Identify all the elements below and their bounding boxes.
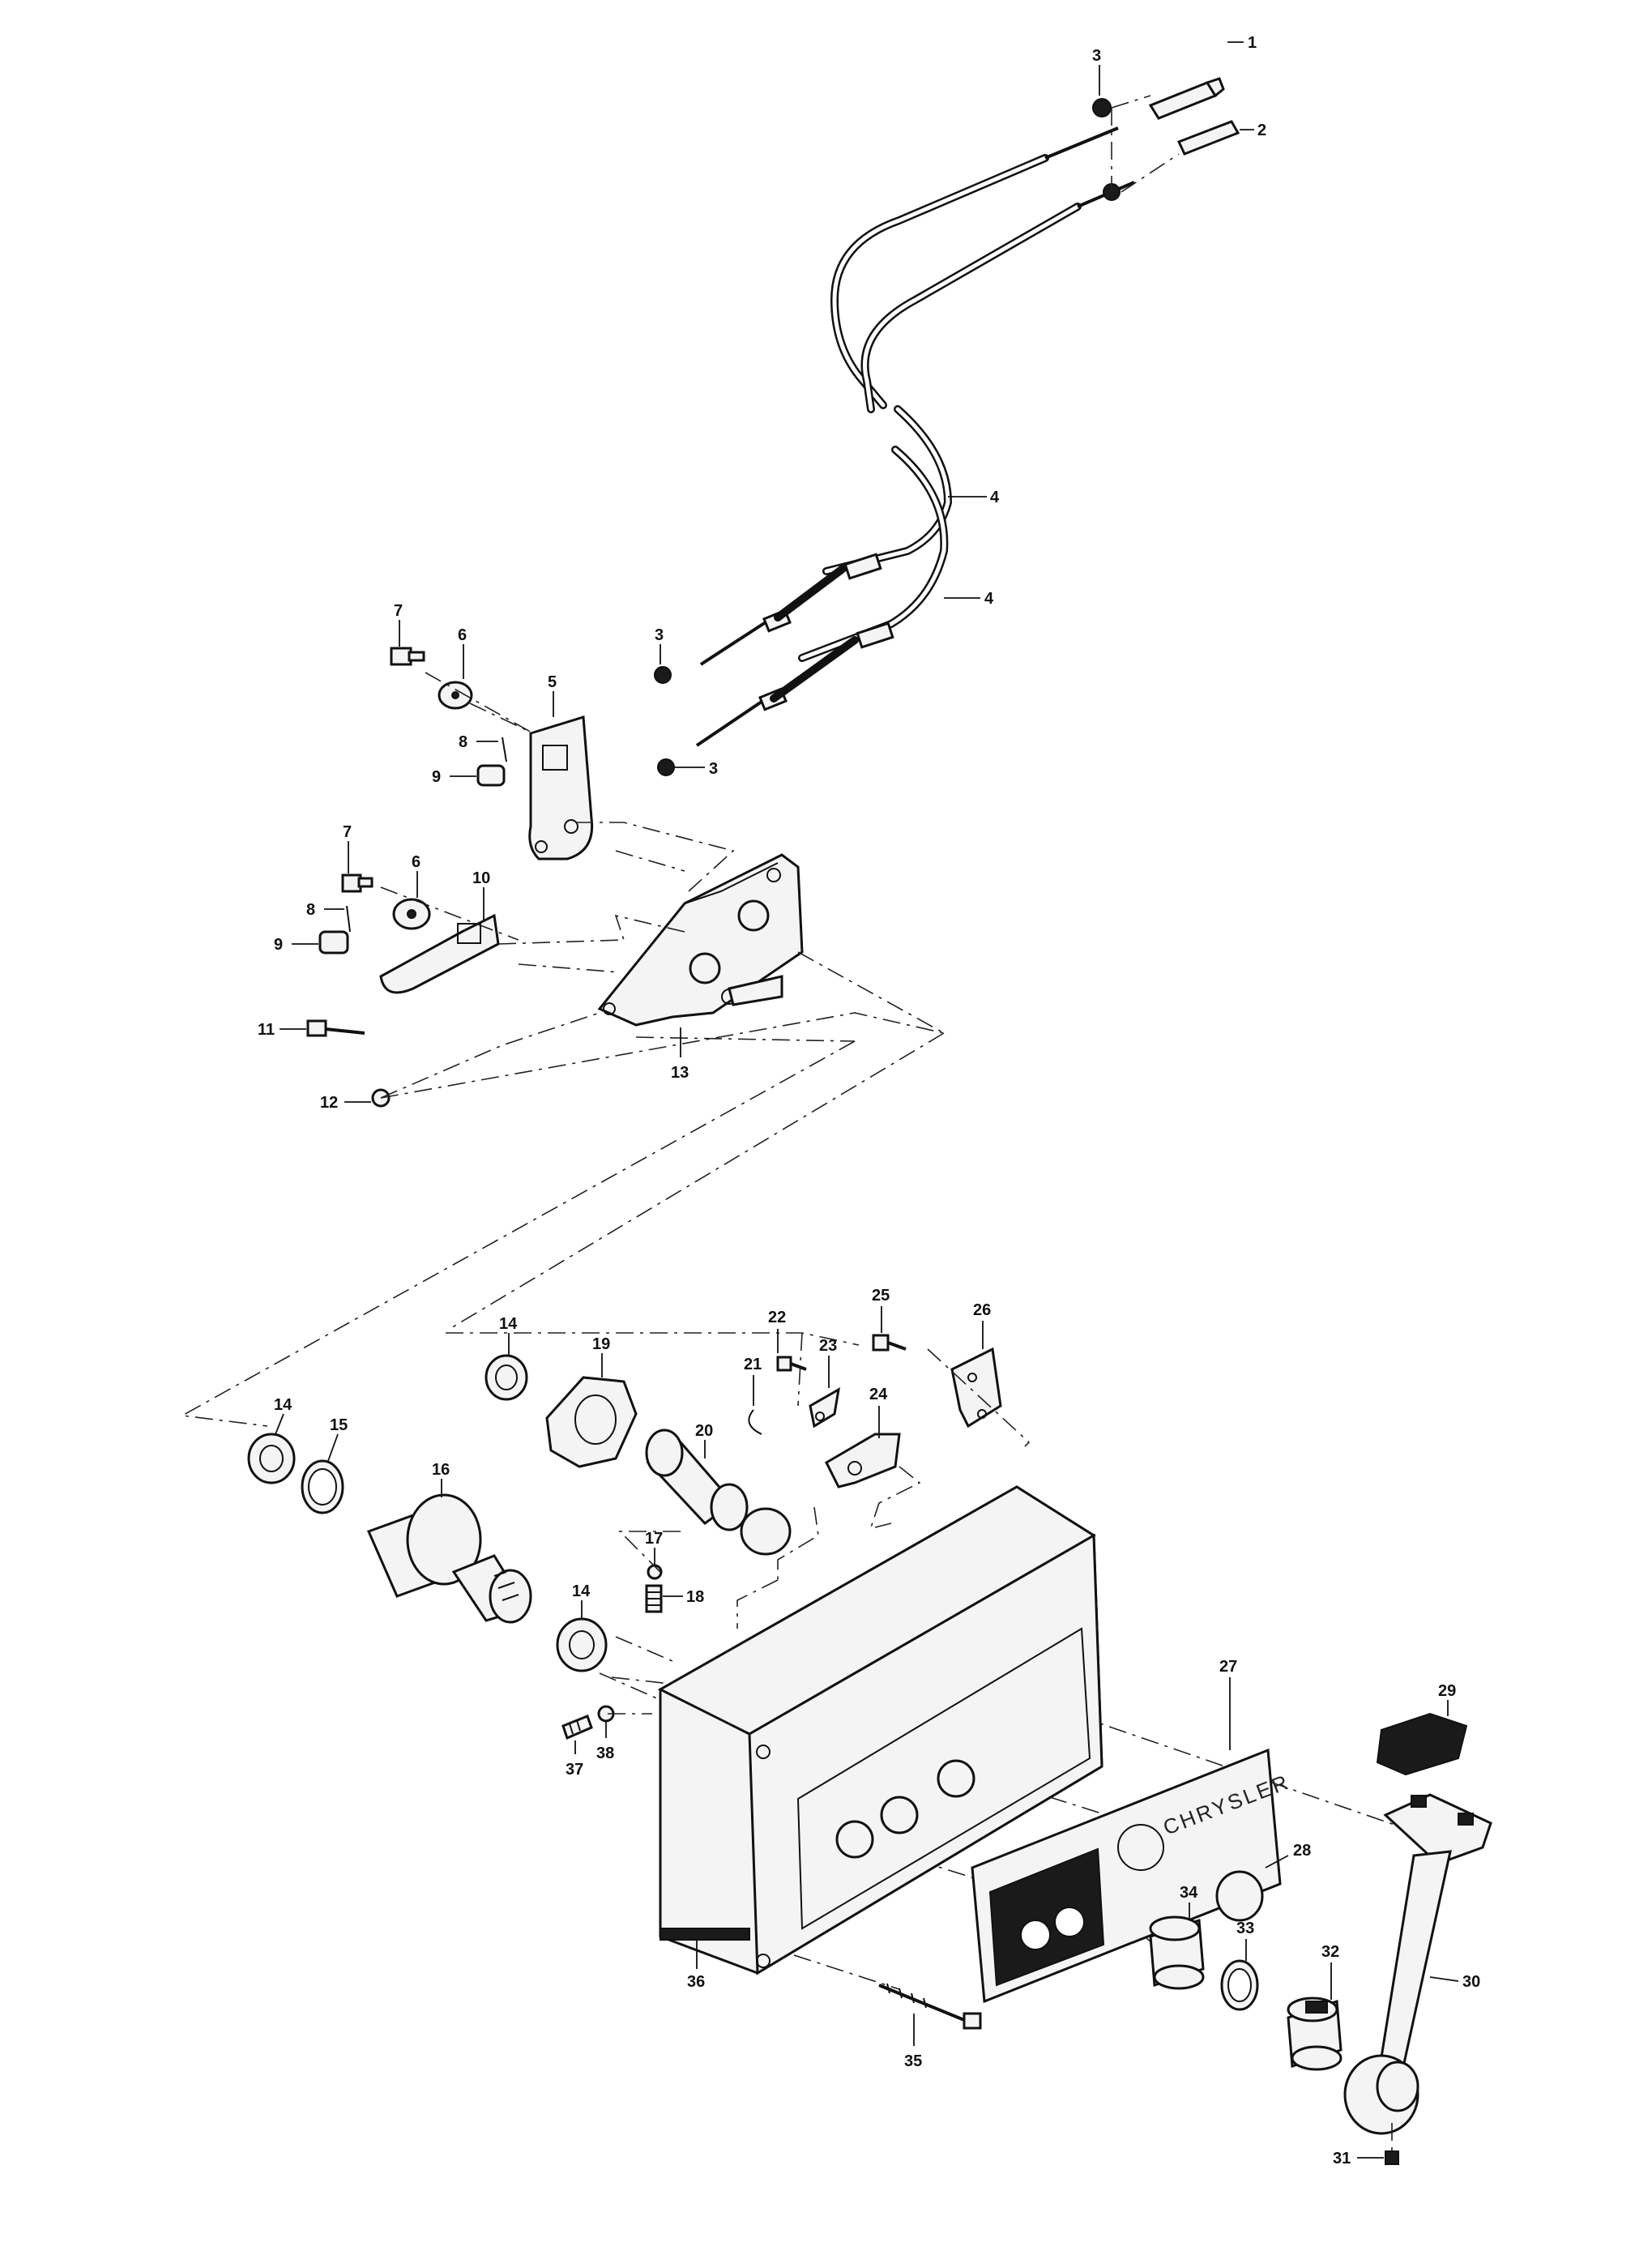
callout-4-lower: 4: [984, 590, 994, 608]
cable-end-connector-1: [1148, 77, 1225, 120]
callout-14-right: 14: [572, 1582, 591, 1600]
callout-14-upper: 14: [499, 1315, 518, 1333]
callout-18: 18: [686, 1588, 704, 1606]
callout-3-mid: 3: [655, 626, 664, 644]
callout-28: 28: [1293, 1842, 1311, 1860]
handle-knob-29: [1376, 1712, 1468, 1776]
callout-30: 30: [1462, 1973, 1480, 1991]
washer-15: [301, 1459, 344, 1514]
callout-8-lower: 8: [306, 901, 315, 919]
callout-9-lower: 9: [274, 936, 283, 954]
callout-19: 19: [592, 1335, 610, 1353]
bolt-7-upper: [390, 647, 425, 666]
bushing-34: [1149, 1915, 1205, 1990]
link-23: [809, 1387, 840, 1429]
callout-26: 26: [973, 1301, 991, 1319]
screw-22: [776, 1356, 807, 1372]
nut-3-left: [654, 666, 675, 776]
bracket-24: [825, 1433, 901, 1488]
control-cables: [695, 126, 1135, 747]
callout-labels: 1 2 3 3 3 4 4 5 6 6 7 7 8 8 9 9 10 11: [258, 34, 1480, 2167]
ball-17: [647, 1564, 663, 1580]
callout-34: 34: [1180, 1884, 1198, 1902]
collar-19: [545, 1376, 638, 1468]
control-box-36: [657, 1485, 1103, 1975]
throttle-lever-10: [379, 913, 500, 994]
screw-35: [878, 1983, 982, 2030]
callout-12: 12: [320, 1094, 338, 1112]
control-handle-30: [1343, 1793, 1492, 2135]
shaft-16: [366, 1493, 532, 1624]
plug-28: [1215, 1870, 1264, 1922]
callout-22: 22: [768, 1309, 786, 1326]
callout-25: 25: [872, 1287, 890, 1305]
spring-37: [561, 1715, 593, 1740]
pin-9-upper: [476, 764, 506, 787]
callout-37: 37: [566, 1761, 583, 1779]
callout-32: 32: [1321, 1943, 1339, 1961]
retainer-14-right: [556, 1617, 608, 1672]
callout-7-upper: 7: [394, 602, 403, 620]
callout-2: 2: [1257, 122, 1266, 139]
spring-18: [645, 1584, 663, 1613]
callout-33: 33: [1236, 1920, 1254, 1937]
cotter-pin-8-upper: [502, 737, 507, 762]
bolt-7-lower: [341, 873, 374, 893]
callout-23: 23: [819, 1337, 837, 1355]
callout-4-upper: 4: [990, 489, 1000, 506]
callout-35: 35: [904, 2052, 922, 2070]
screw-31: [1385, 2150, 1399, 2165]
plunger-20: [645, 1429, 792, 1556]
callout-8-upper: 8: [459, 733, 467, 751]
screw-25: [872, 1334, 907, 1352]
callout-27: 27: [1219, 1658, 1237, 1676]
nut-3-top: [1092, 98, 1121, 201]
control-housing-13: [597, 853, 804, 1027]
callout-3-top: 3: [1092, 47, 1101, 65]
bushing-32: [1287, 1997, 1343, 2071]
callout-1: 1: [1248, 34, 1257, 52]
callout-3-low: 3: [709, 760, 718, 778]
retainer-14-left: [247, 1433, 296, 1484]
callout-20: 20: [695, 1422, 713, 1440]
callout-36: 36: [687, 1973, 705, 1991]
washer-6-lower: [392, 898, 431, 930]
callout-29: 29: [1438, 1682, 1456, 1700]
bolt-11: [306, 1019, 365, 1037]
callout-6-upper: 6: [458, 626, 467, 644]
callout-11: 11: [258, 1021, 275, 1039]
callout-31: 31: [1333, 2150, 1351, 2167]
callout-17: 17: [645, 1530, 663, 1548]
callout-6-lower: 6: [412, 853, 420, 871]
callout-24: 24: [869, 1386, 888, 1403]
shift-lever-5: [528, 715, 594, 861]
callout-38: 38: [596, 1745, 614, 1762]
callout-13: 13: [671, 1064, 689, 1082]
callout-15: 15: [330, 1416, 348, 1434]
callout-9-upper: 9: [432, 768, 441, 786]
callout-10: 10: [472, 869, 490, 887]
callout-16: 16: [432, 1461, 450, 1479]
cable-end-connector-2: [1176, 120, 1240, 156]
callout-5: 5: [548, 673, 557, 691]
retainer-14-upper: [485, 1354, 528, 1401]
plate-26: [950, 1347, 1002, 1429]
cotter-pin-8-lower: [346, 905, 351, 933]
clip-21: [748, 1409, 762, 1435]
callout-21: 21: [744, 1356, 762, 1373]
pin-9-lower: [318, 930, 349, 955]
callout-14-left: 14: [274, 1396, 292, 1414]
washer-33: [1220, 1959, 1259, 2011]
callout-7-lower: 7: [343, 823, 352, 841]
washer-6-upper: [438, 681, 473, 710]
